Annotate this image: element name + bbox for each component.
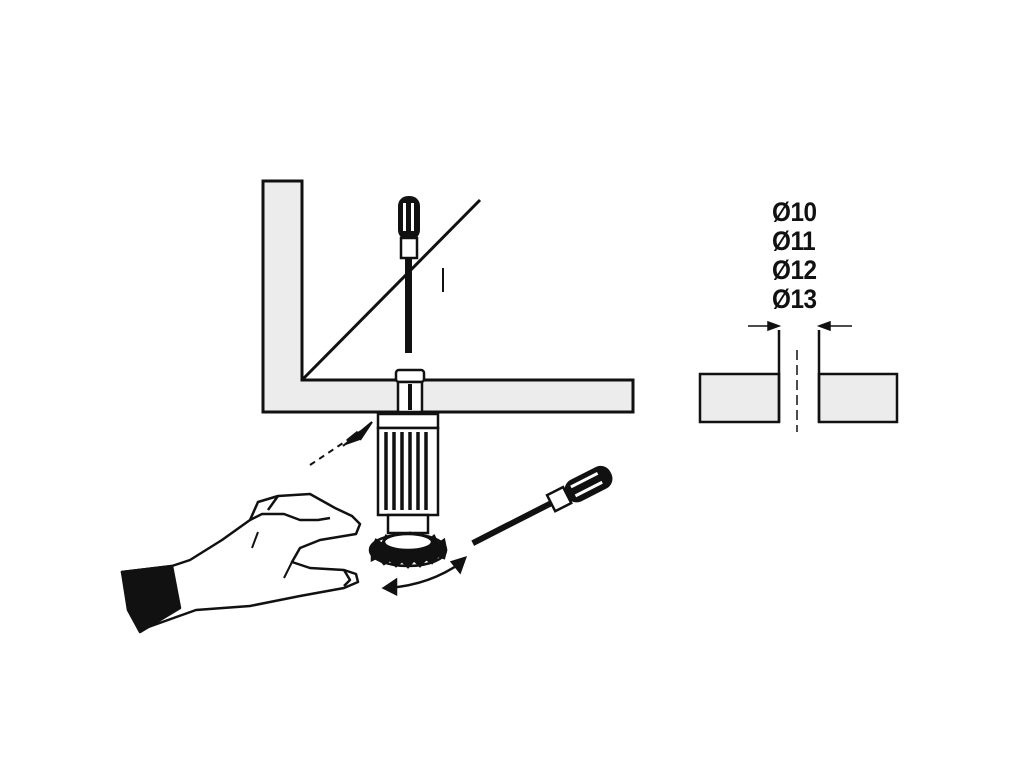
diameter-label: Ø12	[772, 255, 817, 285]
screwdriver-icon	[398, 196, 420, 353]
hole-cross-section	[698, 330, 899, 432]
diameter-label: Ø13	[772, 284, 817, 314]
insertion-arrow	[309, 421, 373, 466]
frame-edges	[261, 181, 633, 414]
diameter-label: Ø10	[772, 197, 817, 227]
dimension-arrows	[748, 320, 852, 332]
adjustable-foot-icon	[368, 368, 448, 569]
cabinet-frame	[261, 179, 635, 414]
hand-icon	[120, 492, 362, 634]
screwdriver-icon	[471, 465, 613, 546]
rotation-arrow	[381, 556, 468, 597]
diameter-label: Ø11	[772, 226, 816, 256]
